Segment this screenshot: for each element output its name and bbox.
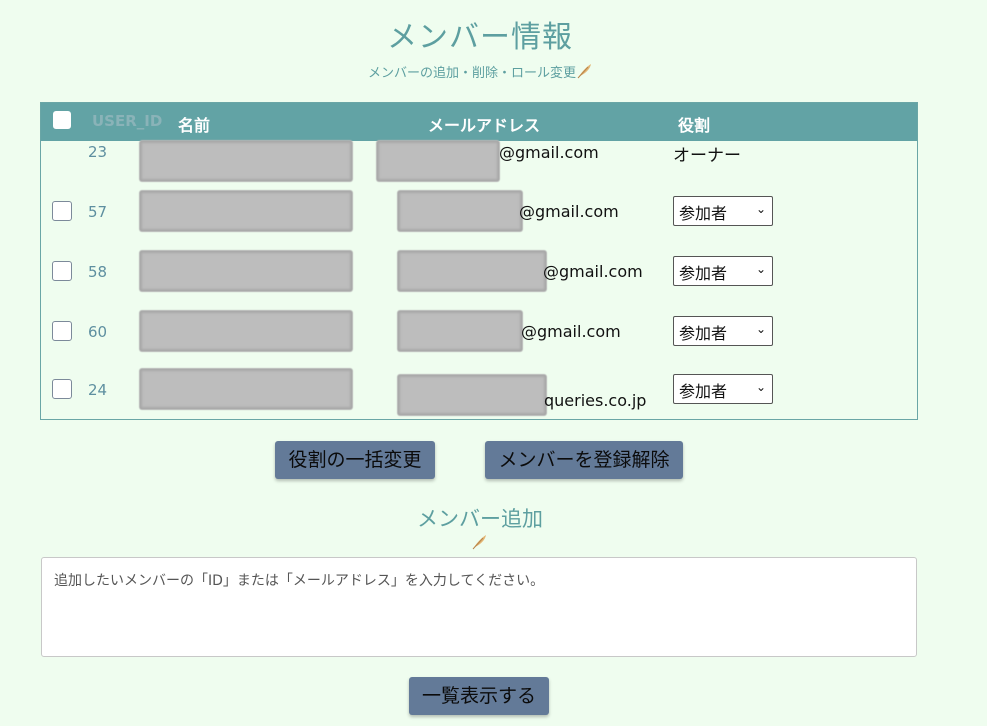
email-domain: @gmail.com bbox=[519, 202, 619, 221]
add-member-input[interactable]: 追加したいメンバーの「ID」または「メールアドレス」を入力してください。 bbox=[41, 557, 917, 657]
email-domain: @gmail.com bbox=[521, 322, 621, 341]
redacted-email bbox=[398, 251, 546, 291]
email-domain: queries.co.jp bbox=[544, 391, 647, 410]
role-select[interactable]: 参加者 ⌄ bbox=[673, 316, 773, 346]
role-select[interactable]: 参加者 ⌄ bbox=[673, 256, 773, 286]
redacted-email bbox=[398, 191, 522, 231]
feather-icon bbox=[472, 535, 486, 550]
bulk-role-change-button[interactable]: 役割の一括変更 bbox=[275, 441, 435, 479]
table-row: 24 queries.co.jp 参加者 ⌄ bbox=[41, 369, 917, 419]
chevron-down-icon: ⌄ bbox=[755, 262, 766, 276]
email-domain: @gmail.com bbox=[543, 262, 643, 281]
role-label: オーナー bbox=[673, 146, 741, 166]
page-subtitle: メンバーの追加・削除・ロール変更 bbox=[0, 62, 960, 81]
row-checkbox[interactable] bbox=[52, 321, 72, 341]
page-title: メンバー情報 bbox=[387, 20, 573, 55]
role-select[interactable]: 参加者 ⌄ bbox=[673, 196, 773, 226]
row-checkbox[interactable] bbox=[52, 201, 72, 221]
redacted-name bbox=[140, 369, 352, 409]
table-header: USER_ID 名前 メールアドレス 役割 bbox=[41, 103, 917, 141]
user-id-cell: 58 bbox=[88, 263, 108, 281]
subtitle-text: メンバーの追加・削除・ロール変更 bbox=[367, 66, 576, 81]
table-row: 23 @gmail.com オーナー bbox=[41, 141, 917, 201]
redacted-email bbox=[398, 311, 522, 351]
redacted-name bbox=[140, 141, 352, 181]
column-header-email: メールアドレス bbox=[428, 116, 541, 135]
redacted-name bbox=[140, 311, 352, 351]
table-row: 58 @gmail.com 参加者 ⌄ bbox=[41, 251, 917, 311]
add-member-title: メンバー追加 bbox=[417, 507, 543, 531]
role-select-value: 参加者 bbox=[679, 204, 728, 223]
column-header-name: 名前 bbox=[178, 116, 211, 135]
row-checkbox[interactable] bbox=[52, 379, 72, 399]
chevron-down-icon: ⌄ bbox=[755, 322, 766, 336]
table-row: 57 @gmail.com 参加者 ⌄ bbox=[41, 191, 917, 251]
redacted-name bbox=[140, 191, 352, 231]
user-id-cell: 24 bbox=[88, 381, 108, 399]
redacted-email bbox=[377, 141, 499, 181]
email-domain: @gmail.com bbox=[499, 143, 599, 162]
role-select-value: 参加者 bbox=[679, 382, 728, 401]
select-all-checkbox[interactable] bbox=[53, 111, 71, 129]
show-list-button[interactable]: 一覧表示する bbox=[409, 677, 549, 715]
feather-icon bbox=[577, 64, 591, 79]
row-checkbox[interactable] bbox=[52, 261, 72, 281]
add-member-placeholder: 追加したいメンバーの「ID」または「メールアドレス」を入力してください。 bbox=[54, 573, 545, 589]
chevron-down-icon: ⌄ bbox=[755, 380, 766, 394]
redacted-email bbox=[398, 375, 546, 415]
column-header-user-id[interactable]: USER_ID bbox=[92, 112, 163, 130]
user-id-cell: 23 bbox=[88, 143, 108, 161]
member-table: USER_ID 名前 メールアドレス 役割 23 @gmail.com オーナー… bbox=[40, 102, 918, 420]
column-header-role: 役割 bbox=[678, 116, 711, 135]
table-row: 60 @gmail.com 参加者 ⌄ bbox=[41, 311, 917, 371]
user-id-cell: 60 bbox=[88, 323, 108, 341]
user-id-cell: 57 bbox=[88, 203, 108, 221]
role-select[interactable]: 参加者 ⌄ bbox=[673, 374, 773, 404]
redacted-name bbox=[140, 251, 352, 291]
role-select-value: 参加者 bbox=[679, 324, 728, 343]
chevron-down-icon: ⌄ bbox=[755, 202, 766, 216]
unregister-members-button[interactable]: メンバーを登録解除 bbox=[485, 441, 683, 479]
role-select-value: 参加者 bbox=[679, 264, 728, 283]
